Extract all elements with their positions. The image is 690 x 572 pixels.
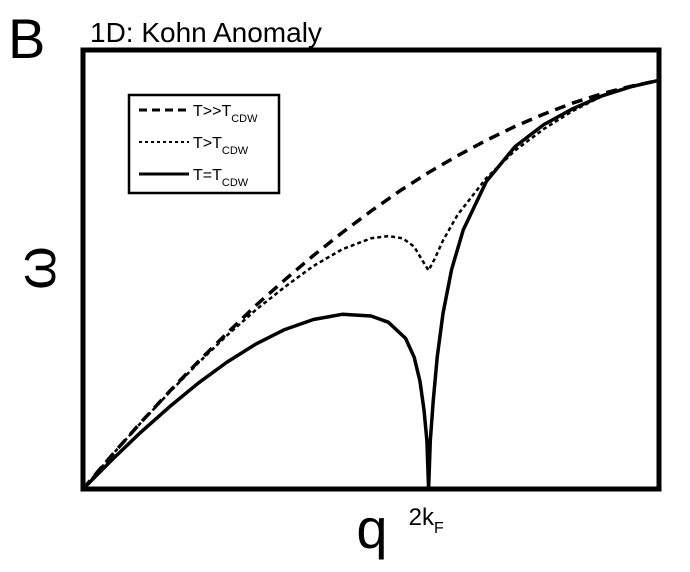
plot-frame (80, 47, 662, 492)
panel-letter: B (8, 7, 45, 70)
legend-label-2: T>TCDW (193, 135, 249, 157)
legend-label-1: T>>TCDW (193, 103, 258, 125)
series-line-1 (81, 78, 660, 491)
x-tick-label-1: 2kF (409, 504, 444, 537)
series-layer (81, 78, 660, 491)
x-ticks: 2kF (409, 504, 444, 537)
legend: T>>TCDW T>TCDW T=TCDW (127, 93, 281, 195)
series-line-2 (82, 79, 660, 490)
x-axis-label: q (356, 497, 387, 560)
legend-label-3: T=TCDW (193, 167, 249, 189)
series-line-3 (81, 78, 660, 491)
chart-title: 1D: Kohn Anomaly (90, 17, 322, 48)
y-axis-label: ω (4, 246, 67, 290)
